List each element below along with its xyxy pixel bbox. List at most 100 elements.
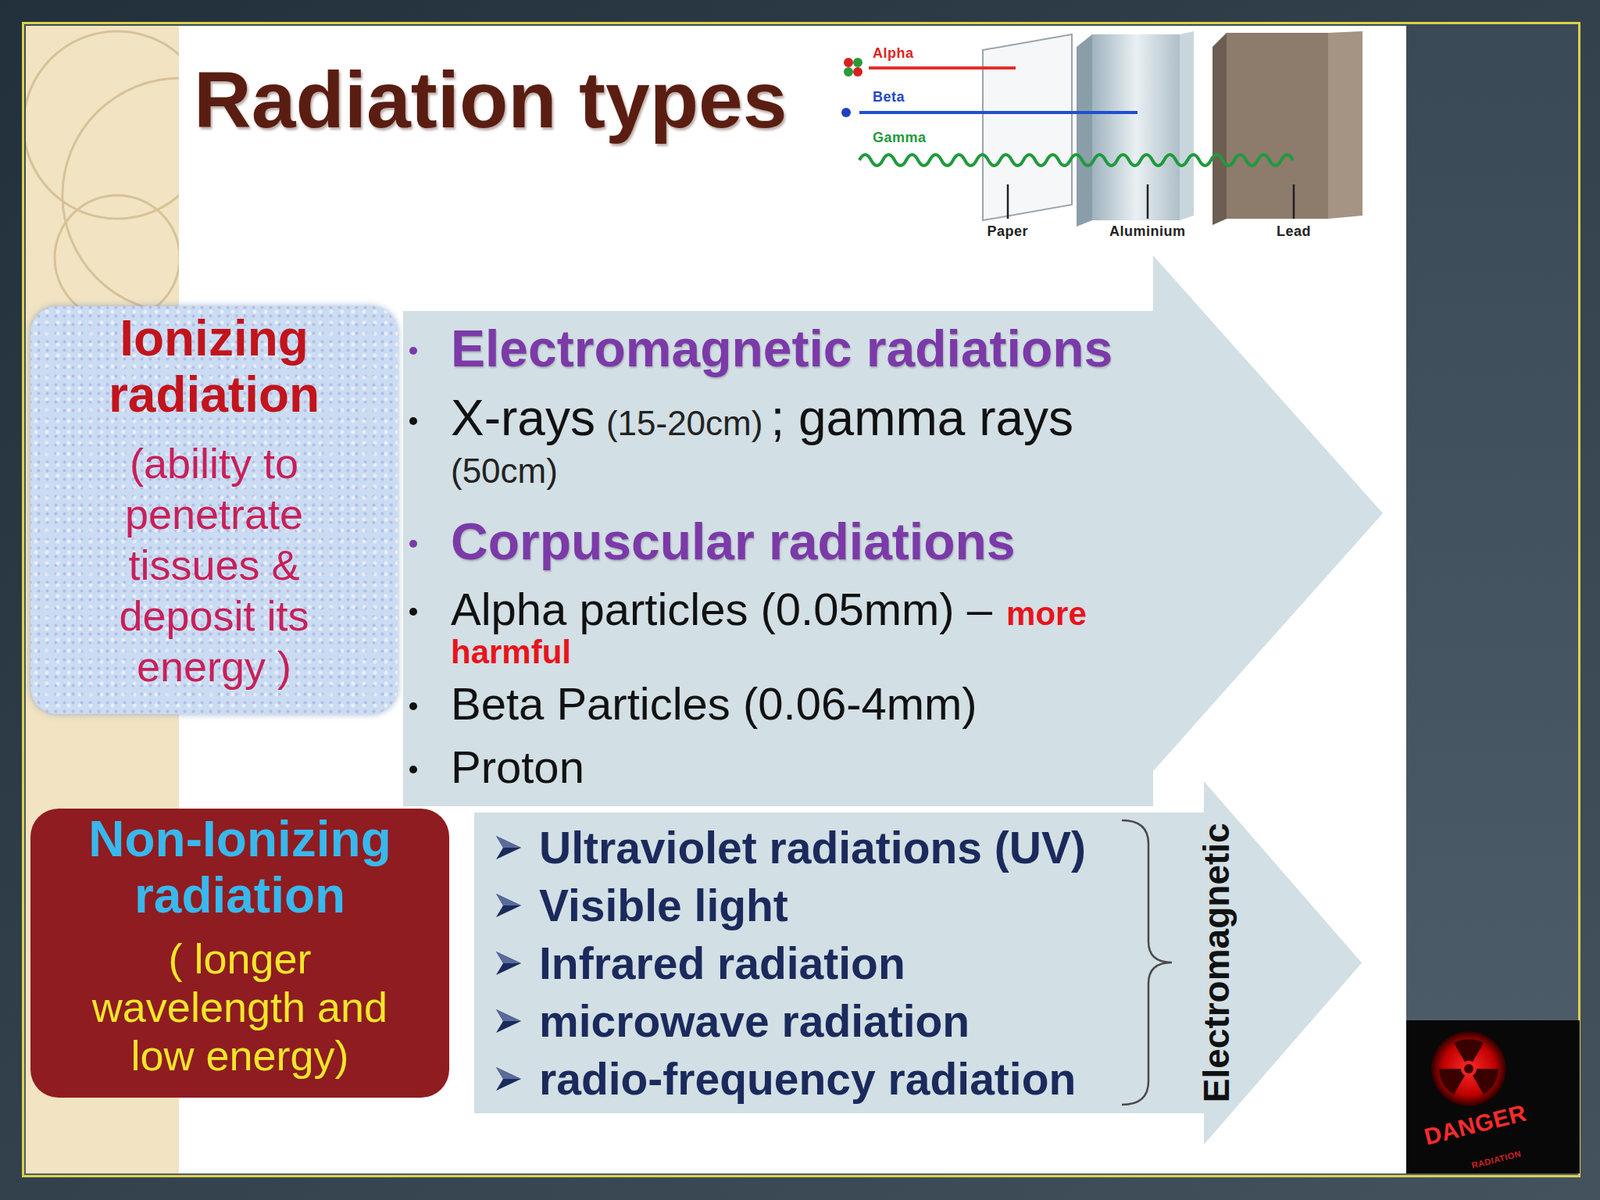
warning-text: RADIATION: [1470, 1148, 1522, 1171]
list-text: Infrared radiation: [539, 938, 906, 989]
text-line: Electromagnetic radiations: [450, 319, 1139, 379]
alpha-particle: [843, 57, 854, 68]
bullet-dot: [409, 417, 418, 425]
arrow-bullet-shape: [496, 893, 522, 918]
list-text: X-rays: [450, 389, 596, 447]
beta-ray: [859, 110, 1138, 115]
beta-particle: [841, 107, 851, 118]
arrow-bullet: [494, 833, 523, 862]
bullet-dot: [409, 539, 418, 548]
text-line: (50cm): [450, 451, 1139, 492]
leader-line: [1007, 184, 1010, 219]
alpha-particle: [853, 57, 863, 68]
text-line: Alpha particles (0.05mm) –more harmful: [450, 584, 1139, 671]
radiation-symbol: [1431, 1031, 1507, 1107]
list-content: Ultraviolet radiations (UV) Visible light…: [494, 818, 1086, 1108]
box-heading: Non-Ionizing radiation: [67, 811, 412, 924]
trefoil-blade: [1472, 1068, 1499, 1095]
warning-text: DANGER: [1421, 1099, 1529, 1151]
list-text: Ultraviolet radiations (UV): [539, 822, 1086, 873]
text-line: Proton: [450, 741, 1139, 794]
text-line: X-rays(15-20cm); gamma rays: [450, 389, 1139, 448]
aluminium-side: [1076, 34, 1093, 227]
lead-side: [1328, 31, 1363, 219]
leader-line: [1146, 184, 1150, 219]
list-text: (15-20cm): [606, 403, 764, 443]
section-heading: Corpuscular radiations: [450, 512, 1016, 571]
bullet-dot: [409, 702, 418, 711]
arrow-band: Electromagnetic radiationsX-rays(15-20cm…: [403, 255, 1383, 807]
list-text: radio-frequency radiation: [539, 1053, 1076, 1104]
arrow-band: Ultraviolet radiations (UV) Visible light…: [474, 781, 1362, 1145]
text-line: Corpuscular radiations: [450, 512, 1139, 572]
arrow-bullet-facet: [496, 1067, 522, 1079]
list-line: microwave radiation: [494, 992, 1086, 1050]
list-text: Proton: [450, 741, 585, 793]
material-label: Lead: [1276, 223, 1311, 240]
arrow-bullet: [494, 1064, 523, 1093]
ray-label: Alpha: [872, 45, 915, 62]
list-text: Beta Particles (0.06-4mm): [450, 678, 978, 729]
text-line: Beta Particles (0.06-4mm): [450, 678, 1139, 731]
arrow-bullet-shape: [496, 1009, 522, 1033]
list-text: microwave radiation: [539, 996, 970, 1047]
arrow-outline: [403, 255, 1383, 807]
arrow-bullet: [494, 1007, 523, 1036]
bullet-dot: [409, 346, 418, 355]
trefoil-blade: [1453, 1039, 1484, 1062]
aluminium-side: [1179, 31, 1194, 221]
ray-label: Beta: [872, 89, 905, 106]
material-label: Aluminium: [1109, 223, 1186, 240]
list-text: (50cm): [450, 451, 558, 490]
paper-sheet: [982, 34, 1072, 221]
non-ionizing-box: Non-Ionizing radiation( longer wavelengt…: [30, 808, 450, 1098]
list-line: Ultraviolet radiations (UV): [494, 818, 1086, 877]
slide-frame: [23, 23, 1580, 1177]
slide-title: Radiation types: [193, 54, 787, 147]
section-heading: Electromagnetic radiations: [450, 319, 1113, 378]
arrow-content: Electromagnetic radiationsX-rays(15-20cm…: [450, 319, 1139, 793]
stripe-circle: [25, 31, 179, 219]
arrow-bullet-facet: [496, 835, 522, 848]
bullet-dot: [409, 607, 418, 616]
stripe-circles: [25, 31, 179, 321]
list-text: Alpha particles (0.05mm) –: [450, 583, 993, 635]
trefoil-center: [1464, 1064, 1474, 1074]
alpha-particle: [843, 67, 854, 77]
danger-badge: [1406, 1020, 1580, 1174]
arrow-bullet: [494, 949, 523, 978]
list-line: Infrared radiation: [494, 934, 1086, 993]
vertical-label: Electromagnetic: [1196, 822, 1237, 1103]
aluminium-plate: [1092, 34, 1180, 221]
arrow-bullet-facet: [496, 1009, 522, 1022]
arrow-bullet-shape: [496, 835, 522, 860]
material-label: Paper: [987, 223, 1029, 240]
arrow-bullet-shape: [496, 1067, 522, 1091]
arrow-bullet: [494, 891, 523, 920]
list-line: Visible light: [494, 876, 1086, 935]
box-note: (ability to penetrate tissues & deposit …: [65, 438, 363, 693]
curly-bracket: [1121, 820, 1172, 1105]
box-note: ( longer wavelength and low energy): [67, 934, 412, 1080]
alpha-ray: [868, 66, 1016, 70]
arrow-outline: [474, 781, 1362, 1145]
slide-sheet: [25, 25, 1407, 1174]
trefoil-blade: [1439, 1068, 1465, 1095]
gamma-wave: [859, 154, 1293, 166]
box-heading: Ionizing radiation: [65, 310, 363, 423]
arrow-bullet-facet: [496, 951, 522, 964]
list-text: ; gamma rays: [770, 389, 1074, 447]
lead-block: [1226, 32, 1329, 219]
stripe-circle: [54, 195, 179, 321]
list-line: radio-frequency radiation: [494, 1050, 1086, 1108]
lead-side: [1212, 32, 1227, 225]
stripe-circle: [62, 78, 179, 313]
arrow-bullet-facet: [496, 893, 522, 906]
list-text: Visible light: [539, 880, 789, 931]
ionizing-box: Ionizing radiation (ability to penetrate …: [30, 306, 398, 715]
ray-label: Gamma: [872, 129, 927, 147]
bullet-dot: [409, 765, 418, 774]
alpha-particle: [853, 67, 863, 77]
